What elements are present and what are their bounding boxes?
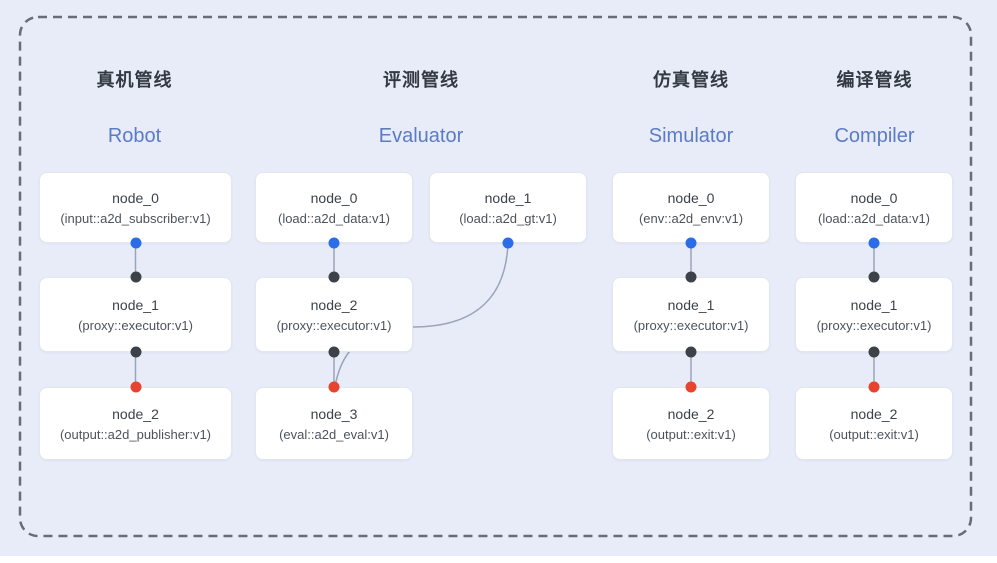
node-title: node_1 — [850, 296, 898, 313]
port-dot-red — [868, 381, 880, 393]
pipeline-title-zh-compiler: 编译管线 — [836, 70, 913, 90]
port-dot-black — [130, 271, 141, 283]
edge-evaluator-gt-to-eval-curve — [334, 242, 509, 388]
node-title: node_1 — [112, 296, 159, 313]
node-card-evaluator-0: node_0 (load::a2d_data:v1) — [255, 172, 413, 243]
port-dot-blue — [685, 237, 697, 249]
node-card-simulator-1: node_1 (proxy::executor:v1) — [612, 277, 770, 352]
node-card-compiler-1: node_1 (proxy::executor:v1) — [795, 277, 953, 352]
node-title: node_0 — [310, 189, 358, 206]
node-title: node_0 — [850, 189, 898, 206]
node-card-compiler-0: node_0 (load::a2d_data:v1) — [795, 172, 953, 243]
node-card-robot-0: node_0 (input::a2d_subscriber:v1) — [39, 172, 232, 243]
dashed-frame-border — [18, 15, 973, 538]
port-dot-blue — [868, 237, 880, 249]
pipeline-title-en-simulator: Simulator — [648, 125, 734, 147]
port-dot-black — [868, 346, 880, 358]
port-dot-black — [685, 271, 697, 283]
node-type: (output::exit:v1) — [829, 426, 919, 442]
port-dot-red — [130, 381, 141, 393]
node-type: (output::exit:v1) — [646, 426, 736, 442]
pipeline-title-zh-simulator: 仿真管线 — [653, 70, 729, 90]
node-card-compiler-2: node_2 (output::exit:v1) — [795, 387, 953, 460]
node-type: (eval::a2d_eval:v1) — [279, 426, 389, 442]
pipeline-title-en-evaluator: Evaluator — [378, 125, 464, 147]
node-title: node_2 — [310, 296, 358, 313]
node-card-evaluator-3: node_3 (eval::a2d_eval:v1) — [255, 387, 413, 460]
node-title: node_0 — [112, 189, 159, 206]
port-dot-black — [328, 346, 340, 358]
node-type: (load::a2d_data:v1) — [817, 210, 931, 226]
port-dot-black — [685, 346, 697, 358]
node-type: (proxy::executor:v1) — [78, 317, 193, 333]
pipeline-title-zh-robot: 真机管线 — [96, 70, 173, 90]
node-title: node_2 — [850, 405, 898, 422]
node-card-robot-2: node_2 (output::a2d_publisher:v1) — [39, 387, 232, 460]
pipeline-title-en-compiler: Compiler — [834, 125, 915, 147]
node-type: (proxy::executor:v1) — [816, 317, 932, 333]
port-dot-red — [328, 381, 340, 393]
node-type: (output::a2d_publisher:v1) — [59, 426, 212, 442]
port-dot-black — [130, 346, 141, 358]
pipeline-title-zh-evaluator: 评测管线 — [383, 70, 459, 90]
port-dot-red — [685, 381, 697, 393]
port-dot-black — [868, 271, 880, 283]
node-title: node_2 — [667, 405, 715, 422]
node-card-evaluator-2: node_2 (proxy::executor:v1) — [255, 277, 413, 352]
port-dot-blue — [502, 237, 514, 249]
node-title: node_3 — [310, 405, 358, 422]
node-card-robot-1: node_1 (proxy::executor:v1) — [39, 277, 232, 352]
node-type: (env::a2d_env:v1) — [638, 210, 744, 226]
node-card-simulator-2: node_2 (output::exit:v1) — [612, 387, 770, 460]
node-title: node_1 — [667, 296, 715, 313]
node-title: node_1 — [484, 189, 532, 206]
node-type: (load::a2d_data:v1) — [277, 210, 391, 226]
node-type: (input::a2d_subscriber:v1) — [60, 210, 211, 226]
node-type: (load::a2d_gt:v1) — [459, 210, 557, 226]
node-card-simulator-0: node_0 (env::a2d_env:v1) — [612, 172, 770, 243]
node-title: node_0 — [667, 189, 715, 206]
node-type: (proxy::executor:v1) — [276, 317, 392, 333]
port-dot-blue — [130, 237, 141, 249]
node-card-evaluator-1: node_1 (load::a2d_gt:v1) — [429, 172, 587, 243]
pipeline-title-en-robot: Robot — [107, 125, 162, 147]
port-dot-blue — [328, 237, 340, 249]
node-type: (proxy::executor:v1) — [633, 317, 749, 333]
port-dot-black — [328, 271, 340, 283]
node-title: node_2 — [112, 405, 159, 422]
